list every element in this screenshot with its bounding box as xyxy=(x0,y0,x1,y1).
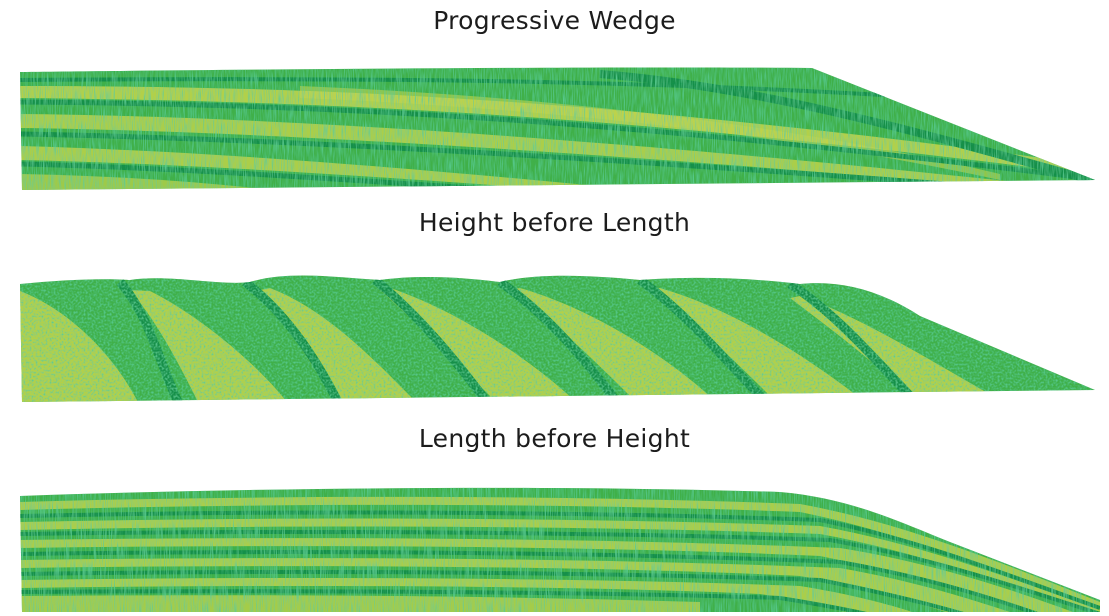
diagram-title-progressive-wedge: Progressive Wedge xyxy=(0,6,1109,35)
length-before-height-illustration xyxy=(0,482,1109,612)
diagram-title-height-before-length: Height before Length xyxy=(0,208,1109,237)
height-before-length-illustration xyxy=(0,266,1109,411)
progressive-wedge-illustration xyxy=(0,56,1109,196)
diagram-title-length-before-height: Length before Height xyxy=(0,424,1109,453)
